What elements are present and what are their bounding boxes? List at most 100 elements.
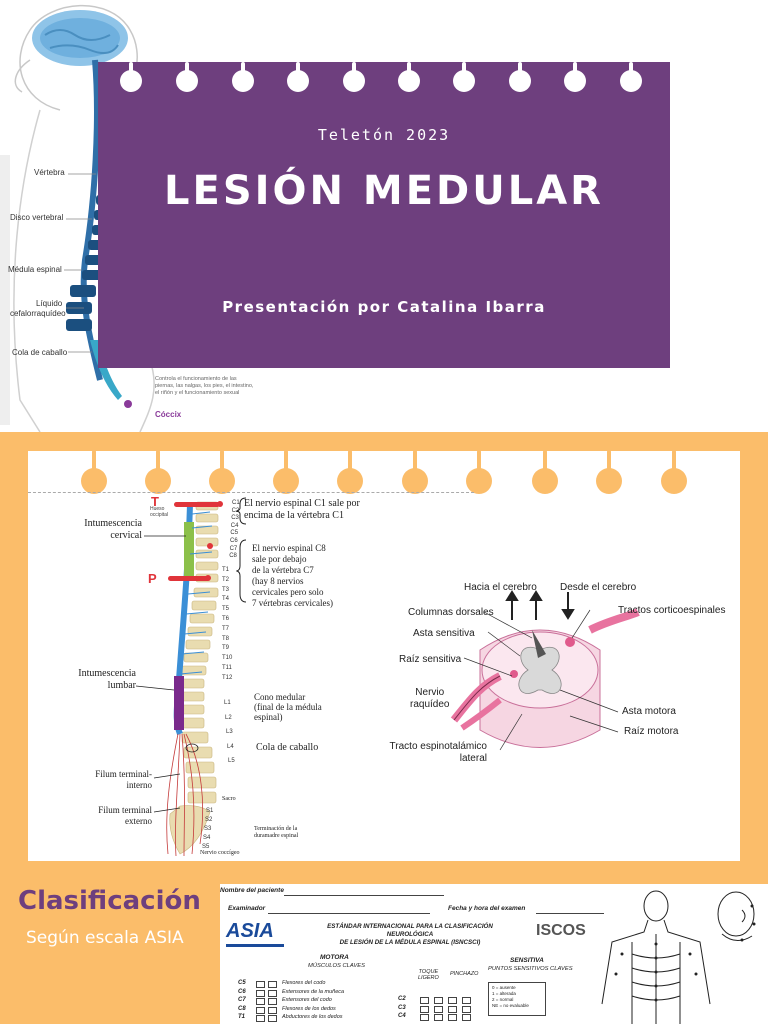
toque-line-1: TOQUE <box>418 969 439 975</box>
label-columnas-dorsales: Columnas dorsales <box>408 607 494 618</box>
binder-hook <box>543 450 547 470</box>
sensory-score-box[interactable] <box>448 1014 457 1021</box>
sensory-score-box[interactable] <box>420 997 429 1004</box>
tracto-line-2: lateral <box>459 753 487 764</box>
note-c1: El nervio espinal C1 sale por encima de … <box>244 498 360 522</box>
label-cola: Cola de caballo <box>12 348 68 357</box>
motor-score-box[interactable] <box>256 981 265 988</box>
form-toque: TOQUE LIGERO <box>418 969 439 981</box>
segment-label: S3 <box>204 826 212 832</box>
standard-line-2: DE LESIÓN DE LA MÉDULA ESPINAL (ISNCSCI) <box>339 939 481 946</box>
label-coccix: Cóccix <box>155 410 182 419</box>
c8-line-3: de la vértebra C7 <box>252 565 314 575</box>
label-raiz-sensitiva: Raíz sensitiva <box>399 654 462 665</box>
standard-line-1: ESTÁNDAR INTERNACIONAL PARA LA CLASIFICA… <box>327 923 493 938</box>
sensory-score-box[interactable] <box>420 1014 429 1021</box>
segment-label: L2 <box>225 714 232 721</box>
sensory-score-box[interactable] <box>434 997 443 1004</box>
asia-logo-bar <box>226 944 284 947</box>
binder-hook <box>352 62 356 76</box>
legend-1: 1 = alterada <box>492 991 516 996</box>
label-desde-cerebro: Desde el cerebro <box>560 582 637 593</box>
binder-hook <box>296 62 300 76</box>
motor-score-box[interactable] <box>268 989 277 997</box>
motor-score-box[interactable] <box>256 1015 265 1022</box>
anatomy-card <box>28 451 740 861</box>
hueso-line-1: Hueso <box>150 506 165 512</box>
binder-hook <box>629 62 633 76</box>
cono-line-3: espinal) <box>254 712 283 722</box>
sensory-score-box[interactable] <box>462 1005 471 1013</box>
divider-dashed <box>28 492 474 493</box>
c8-line-5: cervicales pero solo <box>252 587 324 597</box>
cervical-line-2: cervical <box>110 530 142 541</box>
sensory-score-box[interactable] <box>434 1005 443 1013</box>
label-nervio-raquideo: Nervio raquídeo <box>410 687 449 711</box>
binder-ring <box>532 468 558 494</box>
pointer-lines-left <box>135 535 186 813</box>
binder-ring <box>145 468 171 494</box>
segment-label: S2 <box>205 817 213 823</box>
toque-line-2: LIGERO <box>418 975 439 981</box>
motor-level: C8 <box>238 1005 246 1012</box>
sensory-score-box[interactable] <box>420 1005 429 1013</box>
motor-score-box[interactable] <box>256 1006 265 1014</box>
label-tractos-corticoespinales: Tractos corticoespinales <box>618 605 726 616</box>
filum-ext-line-2: externo <box>125 816 152 826</box>
motor-muscle: Abductores de los dedos <box>282 1014 343 1020</box>
form-legend: 0 = ausente 1 = alterada 2 = normal NE =… <box>492 985 529 1009</box>
binder-ring <box>398 70 420 92</box>
cervical-line-1: Intumescencia <box>84 518 142 529</box>
brace-marks <box>236 497 247 603</box>
binder-hook <box>407 62 411 76</box>
form-nombre-label: Nombre del paciente <box>220 887 284 894</box>
motor-score-box[interactable] <box>268 981 277 988</box>
motor-level: C5 <box>238 980 246 986</box>
sensory-score-box[interactable] <box>448 997 457 1004</box>
binder-ring <box>287 70 309 92</box>
sensory-score-box[interactable] <box>448 1005 457 1013</box>
binder-ring <box>273 468 299 494</box>
c8-line-6: 7 vértebras cervicales) <box>252 598 333 608</box>
label-cola-caballo: Cola de caballo <box>256 742 319 753</box>
segment-label: T10 <box>222 655 233 662</box>
binder-hook <box>477 450 481 470</box>
sensory-level: C4 <box>398 1013 406 1019</box>
binder-ring <box>466 468 492 494</box>
label-liquido: Líquido <box>36 299 63 308</box>
segment-label: S4 <box>203 835 211 841</box>
filum-int-line-2: interno <box>126 780 153 790</box>
sensory-score-box[interactable] <box>462 1014 471 1021</box>
terminacion-line-2: duramadre espinal <box>254 833 299 839</box>
sensory-level: C2 <box>398 996 406 1002</box>
event-kicker: Teletón 2023 <box>317 126 451 144</box>
segment-label: T7 <box>222 625 230 632</box>
binder-hook <box>156 450 160 470</box>
segment-label: C7 <box>229 545 238 552</box>
segment-label: L4 <box>227 743 234 750</box>
binder-ring <box>509 70 531 92</box>
note-c8: El nervio espinal C8 sale por debajo de … <box>252 543 333 609</box>
sensory-score-box[interactable] <box>434 1014 443 1021</box>
binder-ring <box>176 70 198 92</box>
label-sacro: Sacro <box>222 796 236 802</box>
segment-label: T5 <box>222 606 230 613</box>
binder-hook <box>348 450 352 470</box>
cover-section: Vértebra Disco vertebral Médula espinal … <box>0 0 768 432</box>
motor-score-box[interactable] <box>268 1015 277 1022</box>
segment-label: L1 <box>224 700 231 706</box>
label-hueso-occipital: Hueso occipital <box>150 506 168 518</box>
binder-hook <box>413 450 417 470</box>
label-medula: Médula espinal <box>8 265 62 274</box>
label-cefalorraquideo: cefalorraquídeo <box>10 309 66 318</box>
motor-score-box[interactable] <box>256 998 265 1005</box>
label-vertebra: Vértebra <box>34 168 65 177</box>
filum-ext-line-1: Filum terminal <box>98 805 152 815</box>
sensory-score-box[interactable] <box>462 997 471 1004</box>
motor-score-box[interactable] <box>268 1006 277 1014</box>
cono-line-1: Cono medular <box>254 692 306 702</box>
author-byline: Presentación por Catalina Ibarra <box>222 298 546 316</box>
motor-score-box[interactable] <box>256 989 265 997</box>
motor-score-box[interactable] <box>268 998 277 1005</box>
binder-ring <box>596 468 622 494</box>
